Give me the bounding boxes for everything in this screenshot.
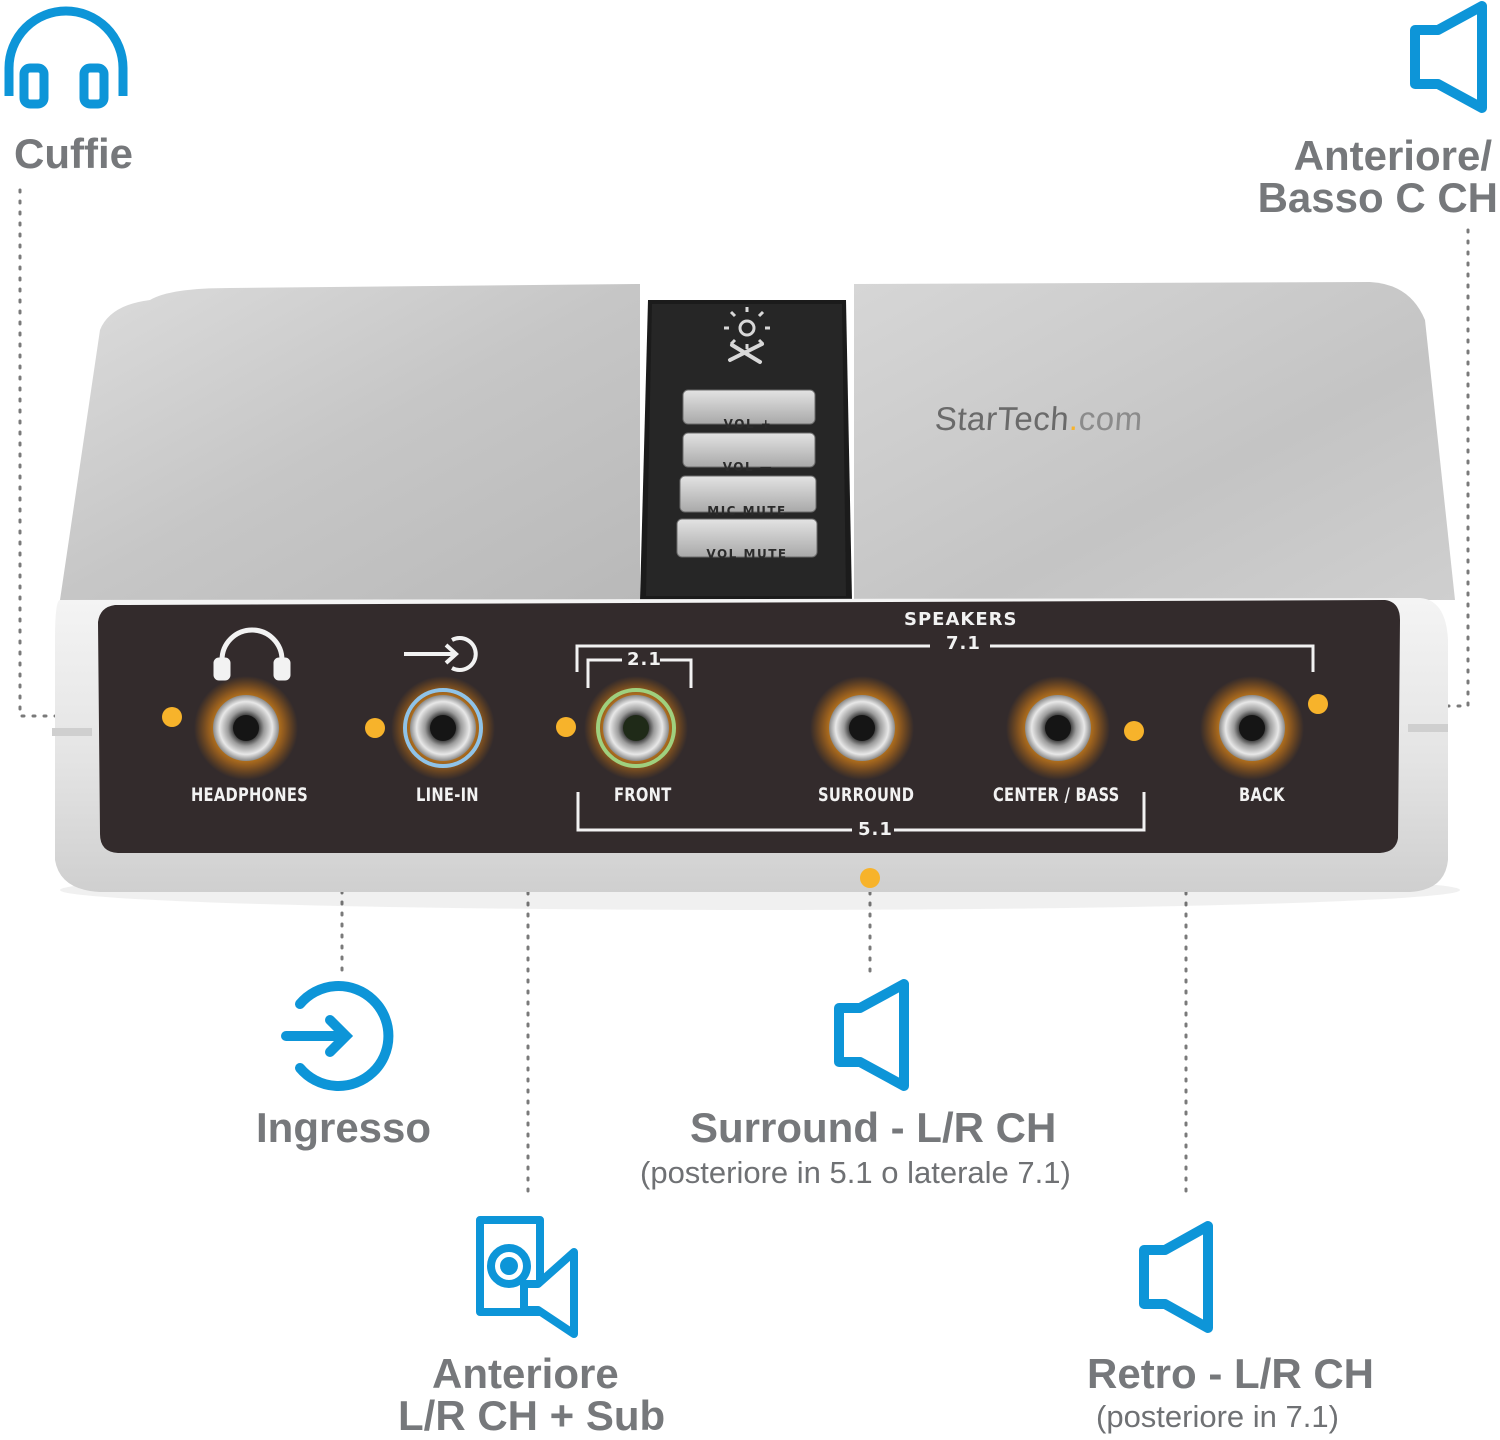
panel-headphones-icon — [213, 627, 291, 681]
group-7-1-label: 7.1 — [946, 633, 981, 654]
callout-rear-title: Retro - L/R CH — [1087, 1350, 1374, 1397]
callout-front-sub-line1: Anteriore — [432, 1350, 619, 1397]
callout-front-center-line2: Basso C CH — [1257, 174, 1498, 221]
speaker-icon-rear — [1139, 1221, 1213, 1333]
callout-front-center-line1: Anteriore/ — [1293, 132, 1492, 179]
speaker-icon-front-center — [1410, 1, 1487, 113]
indicator-dots — [162, 694, 1328, 888]
callout-rear-subtitle: (posteriore in 7.1) — [1096, 1399, 1339, 1434]
control-buttons — [676, 389, 818, 558]
callout-surround-title: Surround - L/R CH — [690, 1104, 1057, 1151]
port-label-center-bass: CENTER / BASS — [993, 784, 1120, 806]
group-5-1-label: 5.1 — [858, 819, 893, 840]
vol-mute-button: VOL MUTE — [706, 547, 788, 561]
speaker-icon-surround — [834, 979, 909, 1091]
port-label-front: FRONT — [614, 784, 672, 806]
port-label-back: BACK — [1239, 784, 1285, 806]
brand-logo: StarTech.com — [933, 400, 1145, 437]
group-2-1-label: 2.1 — [627, 649, 662, 670]
callout-surround-subtitle: (posteriore in 5.1 o laterale 7.1) — [640, 1155, 1071, 1190]
mic-mute-button: MIC MUTE — [707, 504, 787, 518]
port-label-line-in: LINE-IN — [416, 784, 479, 806]
vol-up-button: VOL + — [723, 417, 773, 431]
led-sun-icon — [724, 307, 770, 349]
port-label-headphones: HEADPHONES — [191, 784, 309, 806]
input-arrow-icon — [281, 981, 394, 1091]
headphones-icon — [4, 6, 128, 109]
jacks — [194, 676, 1304, 780]
callout-input-title: Ingresso — [256, 1104, 432, 1151]
speakers-group-label: SPEAKERS — [904, 609, 1018, 630]
front-speaker-sub-icon — [476, 1216, 578, 1338]
vol-down-button: VOL — — [722, 460, 774, 474]
callout-headphones-title: Cuffie — [14, 130, 133, 177]
panel-line-in-icon — [404, 636, 478, 672]
port-label-surround: SURROUND — [818, 784, 915, 806]
callout-front-sub-line2: L/R CH + Sub — [398, 1392, 666, 1439]
mic-mute-icon — [728, 342, 764, 364]
